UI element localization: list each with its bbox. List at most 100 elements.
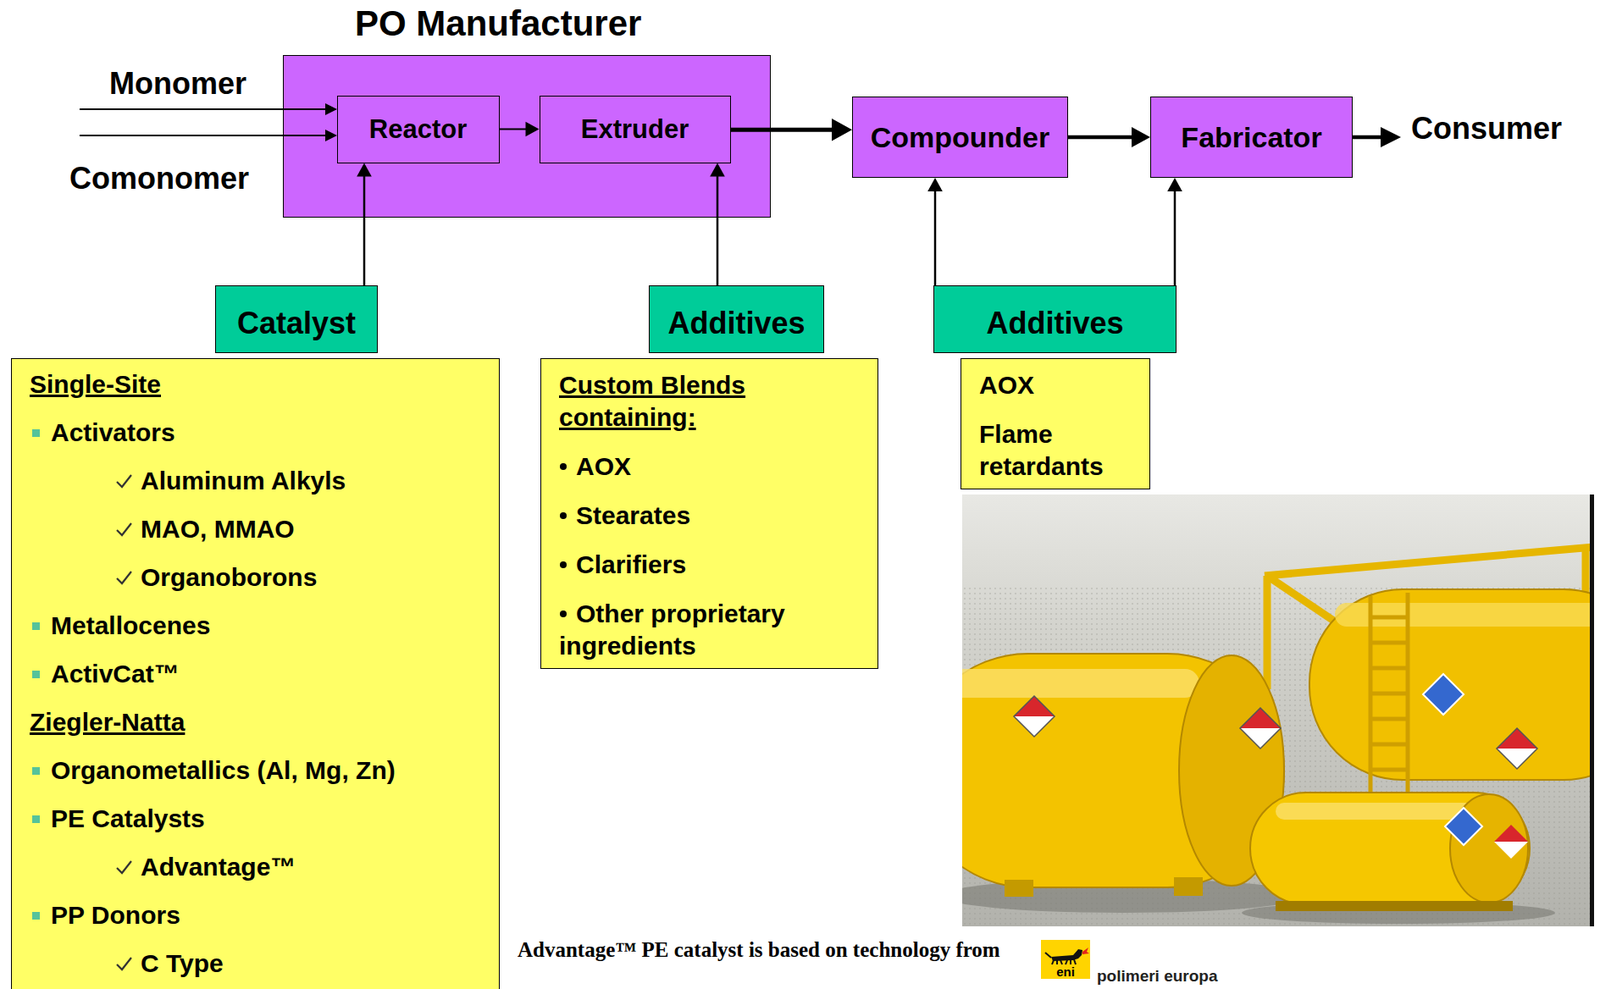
arrow-head	[927, 177, 943, 192]
list-item: Custom Blends containing:	[559, 369, 864, 434]
list-item: Other proprietary ingredients	[559, 597, 864, 663]
dot-bullet	[559, 610, 567, 618]
hazard-placard	[1240, 708, 1281, 729]
arrow-head	[1131, 127, 1151, 148]
photo-ground	[962, 494, 1595, 927]
big-tank	[962, 653, 1285, 888]
connector-arrow	[1167, 177, 1183, 286]
hazard-placard	[1494, 841, 1529, 859]
connector-arrow	[1068, 127, 1151, 148]
list-heading: Ziegler-Natta	[29, 708, 185, 737]
list-item: PP Donors	[29, 900, 486, 931]
output-label-holder: Consumer	[1411, 110, 1562, 147]
logo-dog-tail	[1045, 952, 1052, 958]
list-text: PP Donors	[50, 901, 181, 930]
list-item: Metallocenes	[29, 610, 486, 642]
square-bullet	[32, 815, 40, 824]
additive-list: Custom Blends containing: AOX StearatesCla…	[540, 358, 879, 670]
tank-shadow	[1241, 902, 1556, 925]
list-item: Clarifiers	[559, 548, 864, 582]
hazard-placard	[1494, 824, 1529, 842]
list-text: AOX	[979, 370, 1035, 399]
logo-text: eni	[1056, 964, 1075, 980]
list-text: MAO, MMAO	[140, 514, 295, 543]
list-text: Aluminum Alkyls	[140, 466, 346, 495]
logo-leg	[1069, 960, 1072, 965]
dot-bullet	[559, 512, 567, 520]
connector-line	[499, 128, 528, 131]
hazard-placard-edge	[1240, 708, 1281, 749]
input-box: Catalyst	[215, 285, 378, 354]
list-text: Other proprietary ingredients	[559, 599, 786, 660]
list-text: Stearates	[575, 501, 691, 530]
input-arrow-head	[325, 103, 338, 116]
list-item: Aluminum Alkyls	[29, 465, 486, 497]
tank-photo	[962, 494, 1595, 927]
manufacturer-box: PO ManufacturerReactorExtruder	[282, 55, 771, 218]
list-item: Flame retardants	[979, 418, 1136, 483]
list-item: AOX	[979, 369, 1136, 402]
arrow-head	[1167, 177, 1183, 192]
list-item: ActivCat™	[29, 658, 486, 690]
stage-box: Compounder	[852, 96, 1069, 178]
logo-text-holder: eni	[1040, 964, 1091, 980]
logo-ground	[1040, 940, 1091, 980]
brand-name-holder: polimeri europa	[1096, 967, 1218, 986]
photo-texture	[962, 587, 1595, 927]
list-text: Activators	[50, 418, 176, 447]
list-item: Single-Site	[29, 369, 486, 400]
logo-flame	[1082, 947, 1090, 955]
hazard-placard	[1496, 748, 1538, 770]
list-text: PE Catalysts	[50, 804, 205, 833]
box-text: Additives	[667, 304, 805, 342]
footnote: Advantage™ PE catalyst is based on techn…	[517, 938, 1001, 962]
box-text: Additives	[985, 304, 1124, 342]
box-text: Reactor	[369, 113, 467, 145]
dot-bullet	[559, 463, 567, 471]
arrow-head	[831, 118, 853, 141]
list-item: Activators	[29, 417, 486, 449]
input-arrow-head	[325, 129, 338, 142]
check-stroke	[116, 957, 132, 970]
ladder-rail	[1406, 592, 1411, 793]
list-item: MAO, MMAO	[29, 514, 486, 545]
arrow-head	[525, 121, 540, 138]
logo-dog-legs	[1051, 959, 1076, 965]
list-item: PE Catalysts	[29, 803, 486, 835]
frame-post	[1582, 548, 1590, 622]
connector-line	[716, 174, 720, 286]
process-box: Reactor	[337, 95, 500, 164]
list-item: C Type	[29, 948, 486, 980]
hazard-placard	[1240, 728, 1281, 749]
hazard-placard	[1013, 716, 1055, 737]
list-text: Organoborons	[140, 563, 317, 592]
list-text: Metallocenes	[50, 611, 211, 640]
input-label: Monomer	[109, 66, 247, 101]
list-heading: Single-Site	[29, 370, 161, 399]
box-text: Fabricator	[1180, 120, 1322, 156]
tank-saddle	[1004, 880, 1034, 897]
list-text: AOX	[575, 452, 632, 481]
ladder-rung	[1370, 717, 1408, 722]
ladder-rung	[1370, 692, 1408, 697]
list-text: Organometallics (Al, Mg, Zn)	[50, 756, 396, 785]
catalyst-list: Single-SiteActivatorsAluminum AlkylsMAO,…	[11, 358, 500, 989]
additive-list: AOX Flame retardants	[960, 358, 1151, 490]
square-bullet	[32, 912, 40, 920]
output-label: Consumer	[1411, 110, 1562, 146]
ladder-rung	[1370, 666, 1408, 671]
frame-beam	[1264, 547, 1595, 576]
hazard-placard-edge	[1496, 728, 1538, 770]
tank-highlight	[1334, 603, 1595, 627]
check-mark	[113, 519, 134, 540]
input-label-holder: Comonomer	[69, 160, 250, 197]
hazard-placard	[1444, 808, 1483, 846]
check-stroke	[116, 571, 132, 584]
ladder-rung	[1370, 742, 1408, 748]
logo-leg	[1065, 960, 1068, 965]
arrow-head	[356, 163, 372, 178]
